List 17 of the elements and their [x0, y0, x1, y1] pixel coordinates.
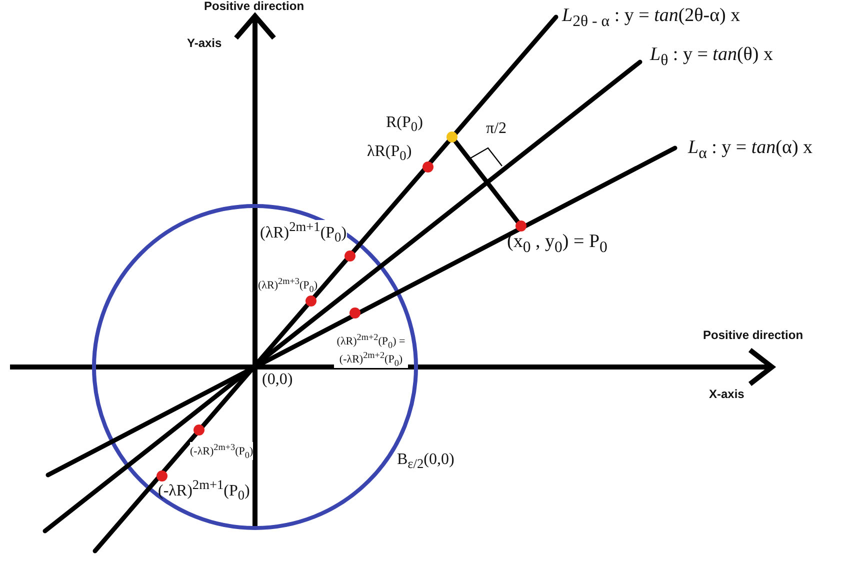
line-equation: L$_{2θ - α}$ : y = tan(2θ-α) x: [562, 6, 740, 30]
line-equation: L$_{θ}$ : y = tan(θ) x: [650, 45, 773, 70]
point-label: (λR)$^{2m+3}$(P$_{0}$): [258, 276, 318, 294]
point-label: (-λR)$^{2m+1}$(P$_{0}$): [158, 478, 250, 504]
line-equation: L$_{α}$ : y = tan(α) x: [688, 138, 813, 162]
point-label: R(P$_{0}$): [386, 114, 423, 135]
point-label: (λR)$^{2m+2}$(P$_{0}$) = (-λR)$^{2m+2}$(P$_{0}$): [334, 332, 408, 368]
circle-label: B$_{ε/2}$(0,0): [397, 451, 454, 472]
axis-label: X-axis: [709, 388, 744, 402]
axis-label: Positive direction: [703, 329, 804, 342]
point-label: λR(P$_{0}$): [367, 143, 412, 164]
point-label: (x$_{0}$ , y$_{0}$) = P$_{0}$: [507, 232, 608, 256]
point-label: (-λR)$^{2m+3}$(P$_{0}$): [190, 442, 254, 460]
axis-label: Positive direction: [204, 0, 304, 14]
origin-label: (0,0): [262, 371, 293, 389]
angle-label: π/2: [486, 120, 507, 138]
axis-label: Y-axis: [187, 37, 222, 50]
